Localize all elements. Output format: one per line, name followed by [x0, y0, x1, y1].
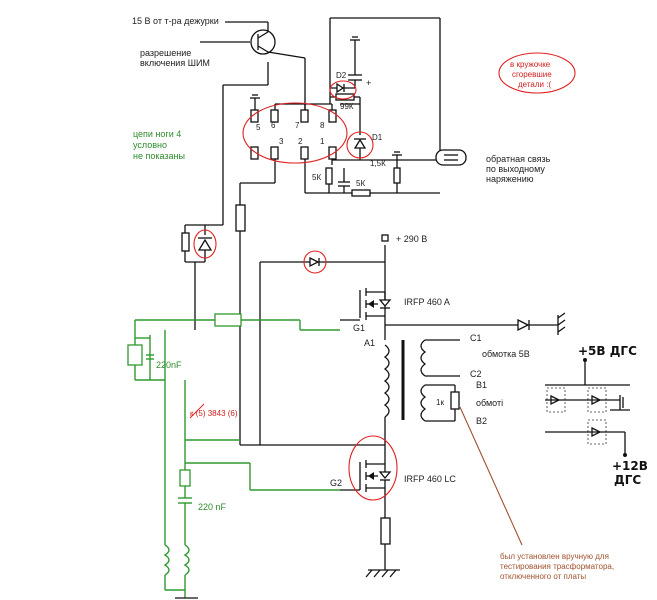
winding5v-label: обмотка 5В: [482, 349, 530, 359]
svg-text:+: +: [366, 78, 371, 88]
b1-label: B1: [476, 380, 487, 390]
ic-pin-block: [239, 94, 440, 205]
manual-note-3: отключенного от платы: [500, 572, 586, 581]
burnt-d2-marker: [329, 80, 357, 100]
cap220-b-label: 220 nF: [198, 502, 227, 512]
r1k-label: 1к: [436, 398, 444, 407]
pin-7: 7: [295, 121, 300, 130]
gate-driver-components: [181, 204, 385, 446]
d1-label: D1: [372, 133, 383, 142]
c1-label: C1: [470, 333, 482, 343]
v290-label: + 290 В: [396, 234, 427, 244]
pin-6: 6: [271, 121, 276, 130]
pin-3: 3: [279, 137, 284, 146]
leg4-label-1: цепи ноги 4: [133, 129, 181, 139]
burnt-lower-mosfet-marker: [348, 435, 398, 501]
g1-label: G1: [353, 323, 365, 333]
feedback-label-2: по выходному: [486, 164, 545, 174]
pin-8: 8: [320, 121, 325, 130]
pwm-enable-label-1: разрешение: [140, 48, 191, 58]
pwm-enable-label-2: включения ШИМ: [140, 58, 210, 68]
ic-ref-label: к (5) 3843 (6): [190, 409, 238, 418]
b2-label: B2: [476, 416, 487, 426]
winding-short-label: обмотi: [476, 398, 503, 408]
burnt-legend-circle: [498, 52, 576, 94]
leg4-label-3: не показаны: [133, 151, 185, 161]
burnt-label-3: детали :(: [518, 80, 551, 89]
c2-label: C2: [470, 369, 482, 379]
g2-label: G2: [330, 478, 342, 488]
r5k-a-label: 5К: [312, 173, 321, 182]
transformer: [383, 339, 460, 445]
burnt-diode-marker: [193, 229, 217, 259]
manual-note-2: тестирования трасформатора,: [500, 562, 614, 571]
feedback-optocoupler: [435, 149, 467, 166]
pin-5: 5: [256, 123, 261, 132]
burnt-d1-marker: [346, 131, 374, 159]
irfp-lc-label: IRFP 460 LC: [404, 474, 456, 484]
burnt-label-2: сгоревшие: [512, 70, 552, 79]
pin-1: 1: [320, 137, 325, 146]
pin-2: 2: [298, 137, 303, 146]
note-pointer: [459, 406, 523, 546]
mosfet-lower: [340, 445, 392, 518]
burnt-top-diode-marker: [303, 250, 327, 274]
irfp-a-label: IRFP 460 A: [404, 297, 450, 307]
r1-5k-label: 1,5К: [370, 159, 386, 168]
manual-note-1: был установлен вручную для: [500, 552, 609, 561]
supply-note: 15 В от т-ра дежурки: [132, 16, 219, 26]
r99k-label: 99К: [340, 102, 354, 111]
diode-290: [309, 256, 320, 268]
feedback-label-3: наряжению: [486, 174, 534, 184]
leg4-label-2: условно: [133, 140, 167, 150]
plus12v-label-2: ДГС: [614, 473, 641, 487]
green-gate-network: [127, 313, 340, 599]
divider-resistors: [325, 151, 402, 197]
cap220-a-label: 220nF: [156, 360, 182, 370]
feedback-label-1: обратная связь: [486, 154, 551, 164]
dgs-output-block: [545, 358, 630, 457]
d2-label: D2: [336, 71, 347, 80]
burnt-label-1: в кружочке: [510, 60, 551, 69]
r5k-b-label: 5К: [356, 179, 365, 188]
a1-label: A1: [364, 338, 375, 348]
plus12v-label-1: +12В: [612, 459, 648, 473]
burnt-ic-marker: [242, 102, 348, 164]
source-resistor: [380, 517, 391, 545]
hv-terminal: [381, 234, 389, 242]
plus5v-label: +5В ДГС: [578, 344, 637, 358]
mosfet-upper: [340, 288, 392, 340]
pwm-enable-transistor: [200, 21, 306, 110]
